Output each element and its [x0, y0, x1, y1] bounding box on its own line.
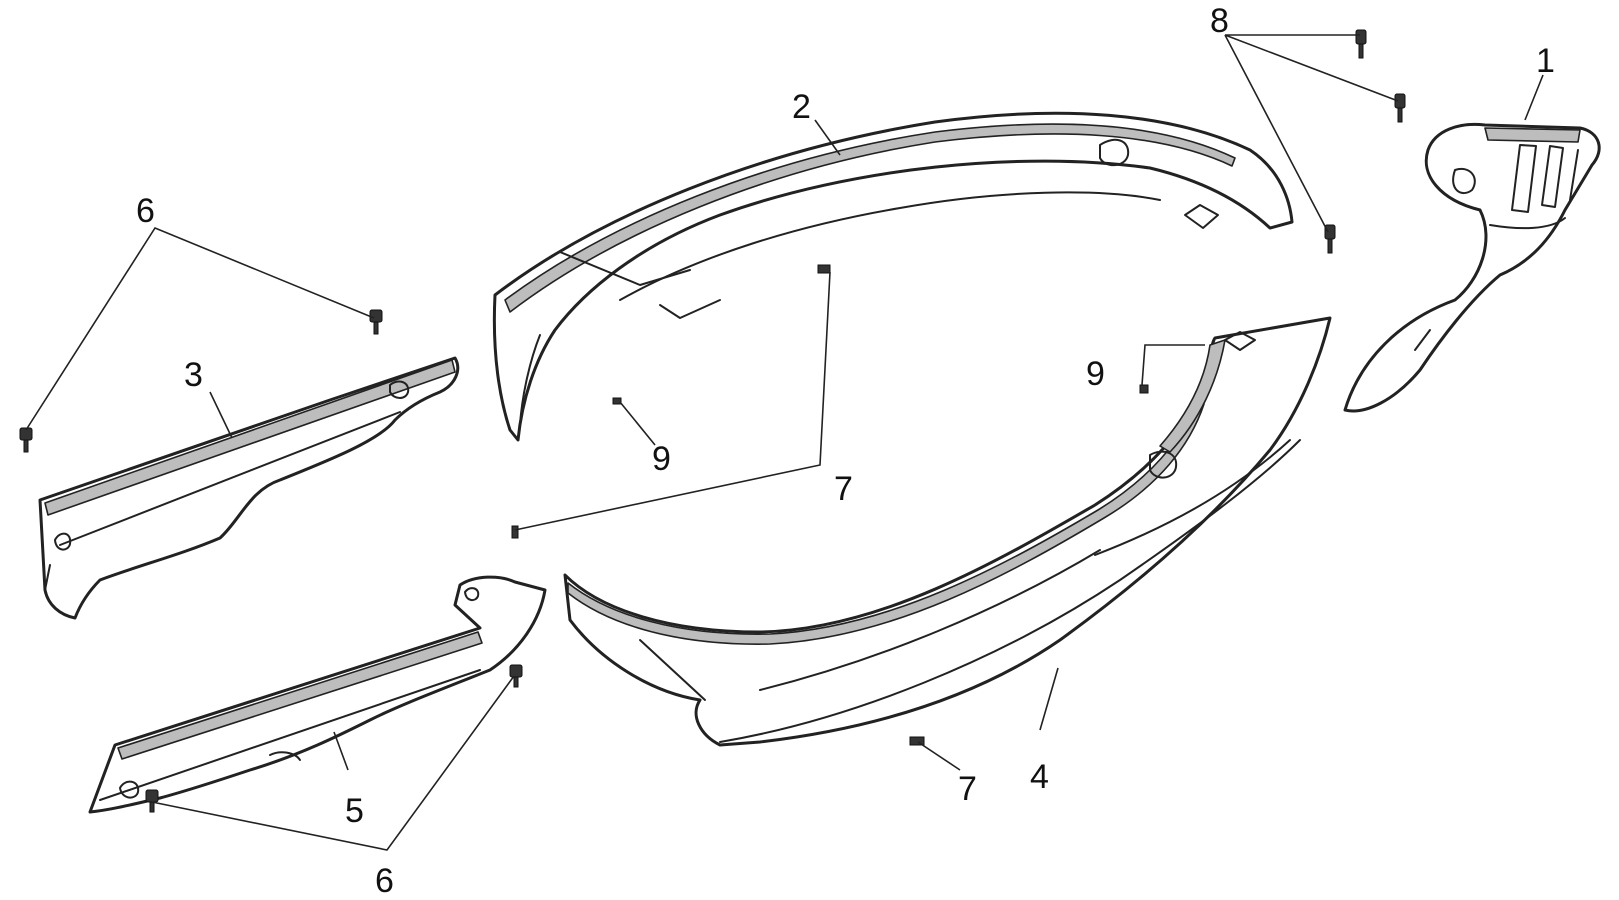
leader-7-center [514, 271, 831, 531]
part-4-lower-body-cover [563, 316, 1332, 747]
callout-5: 5 [345, 792, 364, 830]
screw-8-a [1355, 29, 1367, 59]
callout-4: 4 [1030, 758, 1049, 796]
callout-7-bottom: 7 [958, 770, 977, 808]
callout-9-left: 9 [652, 440, 671, 478]
leader-9-right [1141, 344, 1205, 386]
leader-4 [1039, 667, 1059, 731]
screw-9-a [612, 397, 622, 405]
screw-6-d [145, 789, 159, 813]
screw-9-b [1139, 384, 1149, 394]
leader-6-top [25, 227, 375, 431]
screw-8-b [1394, 93, 1406, 123]
part-2-upper-body-cover [492, 111, 1294, 442]
callout-6-top: 6 [136, 192, 155, 230]
leader-1 [1524, 74, 1544, 121]
callout-6-bottom: 6 [375, 862, 394, 900]
screw-6-a [369, 309, 383, 335]
leader-lines [25, 34, 1544, 851]
callout-1: 1 [1536, 42, 1555, 80]
clip-7-a [817, 264, 831, 274]
leader-6-bottom [151, 675, 515, 851]
part-5-lower-side-rail [88, 575, 547, 814]
fasteners [19, 29, 1406, 813]
leader-7-bottom [917, 741, 961, 771]
callout-2: 2 [792, 88, 811, 126]
callout-3: 3 [184, 356, 203, 394]
screw-6-b [19, 427, 33, 453]
leader-2 [814, 119, 841, 156]
leader-5 [333, 731, 349, 771]
leader-3 [209, 391, 233, 439]
leader-9-left [619, 401, 656, 446]
clip-7-c [909, 736, 925, 746]
part-1-rear-tail-piece [1343, 122, 1601, 413]
screw-6-c [509, 664, 523, 688]
callout-labels: 1 2 3 4 5 6 6 7 7 8 9 9 [136, 2, 1555, 900]
callout-7-center: 7 [834, 470, 853, 508]
callout-8: 8 [1210, 2, 1229, 40]
screw-8-c [1324, 224, 1336, 254]
leader-8 [1224, 34, 1399, 233]
clip-7-b [511, 525, 519, 539]
callout-9-right: 9 [1086, 355, 1105, 393]
part-3-upper-side-rail [38, 356, 460, 620]
